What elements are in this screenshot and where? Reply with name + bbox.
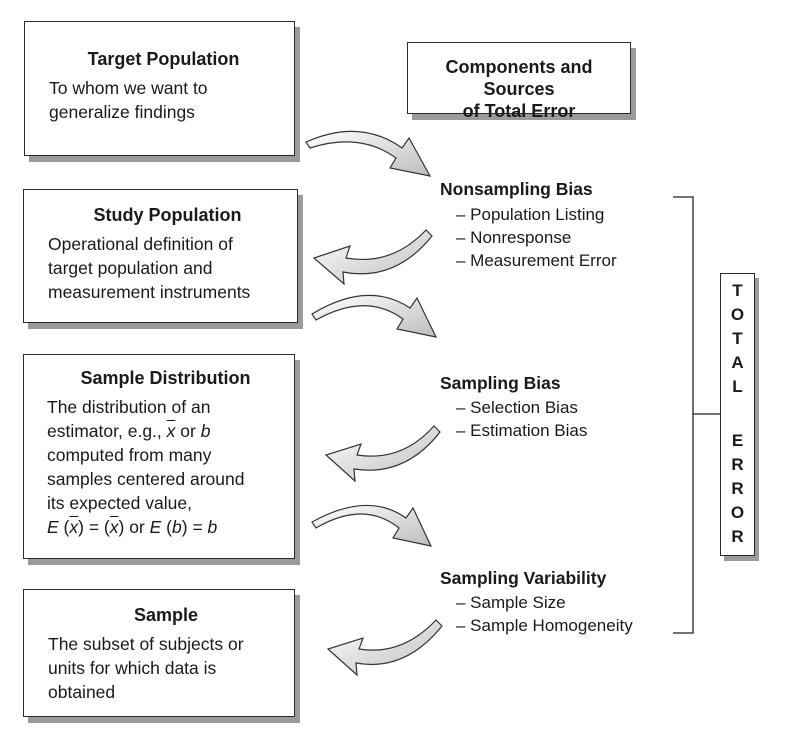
sample-distribution-line: estimator, e.g., x or b xyxy=(47,419,284,443)
sampling-variability-list: – Sample Size – Sample Homogeneity xyxy=(456,591,633,637)
list-item: – Estimation Bias xyxy=(456,421,588,440)
sampling-variability-title: Sampling Variability xyxy=(440,568,607,588)
sample-distribution-line: samples centered around xyxy=(47,469,245,489)
sample-distribution-line: The distribution of an xyxy=(47,397,211,417)
sample-distribution-line: computed from many xyxy=(47,445,212,465)
sample-distribution-box: Sample Distribution The distribution of … xyxy=(23,354,295,559)
error-letter: R xyxy=(731,479,744,498)
error-letter: R xyxy=(731,527,744,546)
target-population-box: Target Population To whom we want to gen… xyxy=(24,21,295,156)
arrow-right-3 xyxy=(311,504,433,547)
total-letter: L xyxy=(732,377,743,396)
formula-part: ) = ( xyxy=(78,517,110,537)
sample-box: Sample The subset of subjects or units f… xyxy=(23,589,295,717)
arrow-left-1 xyxy=(312,229,433,286)
sample-distribution-line: its expected value, xyxy=(47,493,192,513)
text-fragment: estimator, e.g., xyxy=(47,421,167,441)
formula-part: ( xyxy=(58,517,70,537)
error-letter: E xyxy=(731,431,744,450)
study-population-body: Operational definition of target populat… xyxy=(48,232,287,304)
total-letter: T xyxy=(732,281,743,300)
error-letter: O xyxy=(730,503,745,522)
study-population-line: Operational definition of xyxy=(48,234,233,254)
total-error-bracket xyxy=(673,196,720,634)
target-population-body: To whom we want to generalize findings xyxy=(49,76,278,124)
b-symbol: b xyxy=(172,517,182,537)
formula-part: ( xyxy=(161,517,173,537)
list-item: – Selection Bias xyxy=(456,398,578,417)
arrow-left-2 xyxy=(324,425,441,483)
target-population-line: To whom we want to xyxy=(49,78,208,98)
target-population-line: generalize findings xyxy=(49,102,195,122)
x-bar-symbol: x xyxy=(166,421,176,441)
list-item: – Nonresponse xyxy=(456,228,572,247)
sample-distribution-body: The distribution of an estimator, e.g., … xyxy=(47,395,284,539)
formula-part: ) or xyxy=(118,517,150,537)
sample-body: The subset of subjects or units for whic… xyxy=(48,632,284,704)
total-letter: T xyxy=(732,329,743,348)
error-letter: R xyxy=(731,455,744,474)
sample-line: units for which data is xyxy=(48,658,217,678)
nonsampling-bias-list: – Population Listing – Nonresponse – Mea… xyxy=(456,203,617,272)
total-error-box: T O T A L E R R O R xyxy=(720,273,755,556)
total-letter: O xyxy=(730,305,745,324)
text-fragment: or xyxy=(175,421,201,441)
list-item: – Sample Size xyxy=(456,593,566,612)
sample-line: obtained xyxy=(48,682,116,702)
expected-value-formula: E (x) = (x) or E (b) = b xyxy=(47,515,284,539)
formula-part: ) = xyxy=(181,517,208,537)
list-item: – Population Listing xyxy=(456,205,605,224)
sample-title: Sample xyxy=(133,605,199,625)
total-letter: A xyxy=(731,353,744,372)
list-item: – Sample Homogeneity xyxy=(456,616,633,635)
sampling-bias-list: – Selection Bias – Estimation Bias xyxy=(456,396,587,442)
x-bar-symbol: x xyxy=(109,517,119,537)
nonsampling-bias-title: Nonsampling Bias xyxy=(440,179,593,199)
arrow-right-2 xyxy=(311,294,438,338)
study-population-box: Study Population Operational definition … xyxy=(23,189,298,323)
study-population-title: Study Population xyxy=(93,205,242,225)
components-header-box: Components and Sources of Total Error xyxy=(407,42,631,121)
components-header-line2: of Total Error xyxy=(462,101,576,121)
formula-part: E xyxy=(47,517,59,537)
sample-distribution-title: Sample Distribution xyxy=(80,368,251,388)
study-population-line: measurement instruments xyxy=(48,282,251,302)
list-item: – Measurement Error xyxy=(456,251,617,270)
b-symbol: b xyxy=(200,421,211,441)
components-header-line1: Components and Sources xyxy=(445,57,593,99)
study-population-line: target population and xyxy=(48,258,213,278)
arrow-right-1 xyxy=(305,130,432,177)
target-population-title: Target Population xyxy=(87,49,240,69)
formula-part: E xyxy=(149,517,162,537)
sample-line: The subset of subjects or xyxy=(48,634,244,654)
arrow-left-3 xyxy=(326,619,443,677)
x-bar-symbol: x xyxy=(69,517,79,537)
b-symbol: b xyxy=(207,517,218,537)
sampling-bias-title: Sampling Bias xyxy=(440,373,561,393)
